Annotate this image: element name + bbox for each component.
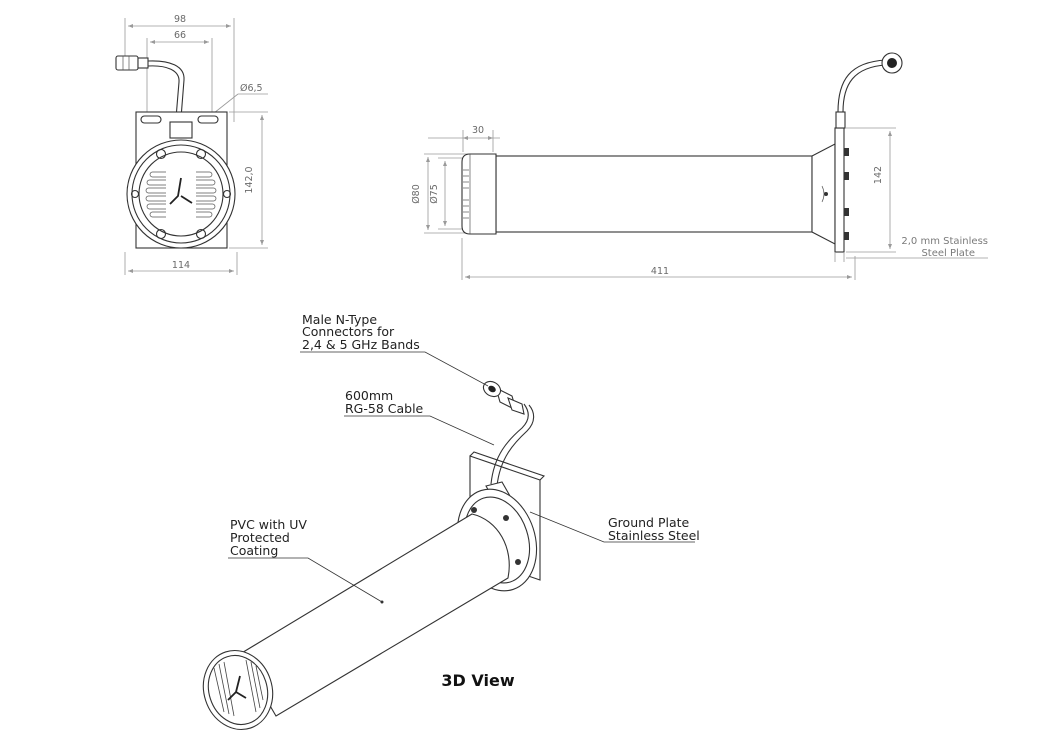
slot-hole-left [140, 115, 162, 124]
flange-side [811, 143, 836, 245]
cable-front [147, 60, 185, 119]
logo-mark [169, 177, 193, 205]
tube-side [495, 155, 813, 233]
dim-diameter-80: Ø80 [411, 184, 422, 204]
connector-note-line2: Connectors for [302, 324, 395, 339]
leader-cable [344, 415, 495, 446]
dim-98: 98 [174, 14, 186, 25]
cable-note-line2: RG-58 Cable [345, 401, 424, 416]
cable-gland [169, 121, 193, 139]
cable-side [837, 59, 887, 113]
dim-142-0: 142,0 [244, 166, 255, 193]
connector-note-line1: Male N-Type [302, 312, 377, 327]
plate-note-line1: 2,0 mm Stainless [901, 236, 988, 247]
leader-pvc [228, 557, 383, 603]
grille-3d [213, 659, 264, 717]
dim-diameter-75: Ø75 [429, 184, 440, 204]
plate-note-line2: Steel Plate [921, 248, 975, 259]
pvc-note-line3: Coating [230, 543, 278, 558]
dim-411: 411 [651, 266, 669, 277]
leader-ground [529, 511, 695, 543]
ground-note-line1: Ground Plate [608, 515, 690, 530]
dim-66: 66 [174, 30, 186, 41]
dim-hole-diameter: Ø6,5 [240, 83, 263, 94]
pvc-note-line2: Protected [230, 530, 290, 545]
front-view: 98 66 Ø6,5 [115, 14, 268, 275]
slot-hole-right [197, 115, 219, 124]
side-view: 30 Ø80 Ø75 [411, 52, 988, 280]
grille-front [145, 168, 217, 220]
plate-side [834, 127, 845, 253]
dim-142: 142 [873, 166, 884, 184]
connector-note-line3: 2,4 & 5 GHz Bands [302, 337, 420, 352]
tube-3d [239, 513, 510, 717]
cable-gland-side [835, 111, 846, 129]
connector-front [115, 55, 139, 71]
view-3d: Male N-Type Connectors for 2,4 & 5 GHz B… [202, 312, 700, 731]
leader-connector [300, 351, 489, 387]
connector-nut [137, 57, 149, 69]
end-cap-side [461, 153, 497, 235]
cable-3d [490, 403, 529, 485]
dim-114: 114 [172, 260, 190, 271]
cable-note-line1: 600mm [345, 388, 393, 403]
dim-30: 30 [472, 125, 484, 136]
bolt [155, 148, 167, 160]
ground-note-line2: Stainless Steel [608, 528, 700, 543]
view-title: 3D View [441, 671, 514, 690]
pvc-note-line1: PVC with UV [230, 517, 307, 532]
